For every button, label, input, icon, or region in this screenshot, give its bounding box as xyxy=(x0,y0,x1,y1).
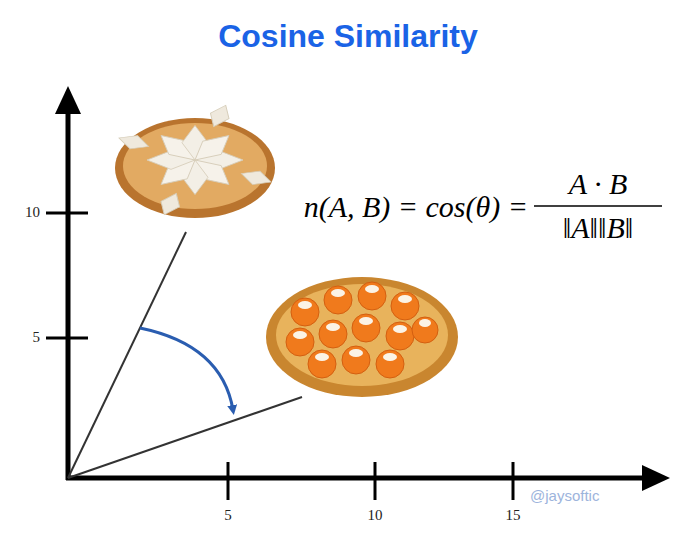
axis-tick-label: 5 xyxy=(224,507,232,524)
sweet-plate-ladoo xyxy=(266,277,458,397)
axis-tick-label: 15 xyxy=(506,507,521,524)
tick-marks xyxy=(46,213,513,500)
formula-text: n(A, B) = cos(θ) = xyxy=(304,190,528,225)
vector-lines xyxy=(68,232,302,478)
formula-denominator: ‖A‖‖B‖ xyxy=(563,211,633,246)
sweet-plate-kaju xyxy=(115,103,275,218)
fraction-bar xyxy=(534,205,662,207)
axes xyxy=(55,86,670,491)
axis-tick-label: 5 xyxy=(33,329,41,346)
axis-tick-label: 10 xyxy=(368,507,383,524)
angle-arc xyxy=(140,328,233,410)
axis-tick-label: 10 xyxy=(25,204,40,221)
diagram-title: Cosine Similarity xyxy=(218,18,478,55)
formula-numerator: A · B xyxy=(569,167,628,202)
watermark: @jaysoftic xyxy=(530,487,599,504)
